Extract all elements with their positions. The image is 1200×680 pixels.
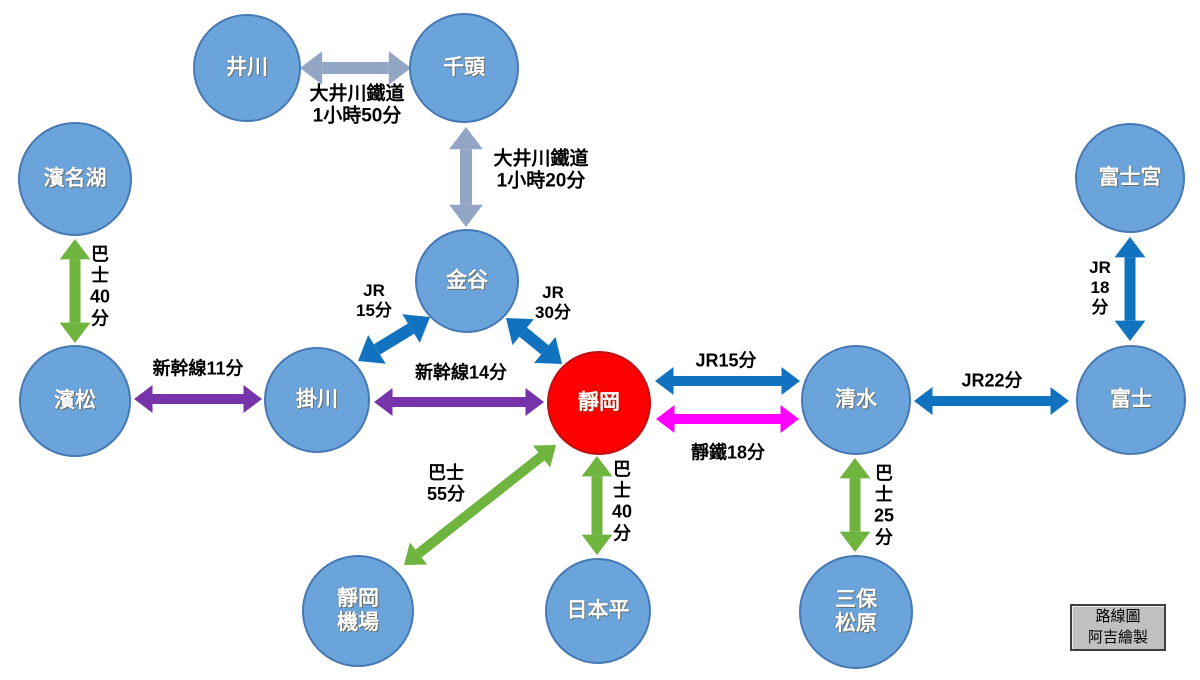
node-label: 掛川 — [296, 388, 338, 412]
node-shizuoka: 靜岡 — [547, 351, 651, 455]
node-hamamatsu: 濱松 — [19, 345, 131, 457]
arrow-shizuoka-nihondaira — [581, 456, 613, 555]
arrow-shimizu-fuji — [914, 387, 1069, 415]
arrow-shizuoka-shimizu-st — [656, 405, 799, 433]
arrow-fuji-fujinomiya — [1114, 237, 1146, 341]
node-nihondaira: 日本平 — [545, 558, 651, 664]
node-label: 富士宮 — [1098, 166, 1162, 190]
legend-box: 路線圖 阿吉繪製 — [1070, 604, 1166, 651]
node-fuji: 富士 — [1076, 345, 1186, 455]
node-label: 清水 — [835, 388, 877, 412]
node-label: 三保 松原 — [835, 588, 877, 635]
node-label: 金谷 — [446, 269, 488, 293]
node-label: 富士 — [1110, 388, 1152, 412]
edge-label-shizuoka-shimizu-jr: JR15分 — [695, 350, 757, 371]
arrow-senzu-kanaya — [449, 127, 483, 227]
node-label: 千頭 — [443, 56, 485, 80]
node-miho: 三保 松原 — [799, 555, 913, 669]
arrow-kanaya-kakegawa — [358, 314, 430, 364]
arrow-hamanako-hamamatsu — [59, 239, 91, 343]
node-kanaya: 金谷 — [415, 229, 519, 333]
edge-label-senzu-kanaya: 大井川鐵道 1小時20分 — [493, 148, 589, 192]
arrow-hamamatsu-kakegawa — [134, 385, 262, 413]
node-kakegawa: 掛川 — [264, 347, 370, 453]
node-ikawa: 井川 — [193, 14, 301, 122]
edge-label-shimizu-miho: 巴 士 25 分 — [873, 463, 895, 548]
node-hamanako: 濱名湖 — [18, 122, 132, 236]
edge-label-kanaya-kakegawa: JR 15分 — [356, 280, 392, 320]
node-fujinomiya: 富士宮 — [1075, 123, 1185, 233]
node-label: 靜岡 — [578, 391, 620, 415]
edge-label-hamamatsu-kakegawa: 新幹線11分 — [152, 358, 244, 379]
node-shimizu: 清水 — [801, 345, 911, 455]
edge-label-kanaya-shizuoka: JR 30分 — [535, 282, 571, 322]
edge-label-hamanako-hamamatsu: 巴 士 40 分 — [89, 244, 111, 329]
node-label: 日本平 — [566, 599, 630, 623]
edge-label-shizuoka-nihondaira: 巴 士 40 分 — [611, 459, 633, 544]
arrow-shimizu-miho — [839, 458, 871, 552]
arrow-kanaya-shizuoka — [506, 318, 562, 364]
edge-label-shizuoka-shimizu-st: 靜鐵18分 — [690, 442, 766, 463]
legend-title: 路線圖 — [1095, 608, 1141, 626]
node-senzu: 千頭 — [409, 13, 519, 123]
edge-label-shizuoka-airport: 巴士 55分 — [426, 462, 466, 504]
edge-label-kakegawa-shizuoka: 新幹線14分 — [414, 362, 508, 383]
node-airport: 靜岡 機場 — [302, 555, 414, 667]
edge-label-fuji-fujinomiya: JR 18 分 — [1089, 257, 1111, 318]
node-label: 濱松 — [54, 389, 96, 413]
legend-author: 阿吉繪製 — [1087, 628, 1148, 646]
arrow-shizuoka-airport — [404, 445, 556, 565]
node-label: 靜岡 機場 — [337, 587, 379, 634]
node-label: 井川 — [226, 56, 268, 80]
arrow-kakegawa-shizuoka — [374, 388, 544, 416]
arrow-shizuoka-shimizu-jr — [655, 367, 800, 395]
edge-label-ikawa-senzu: 大井川鐵道 1小時50分 — [309, 83, 405, 127]
arrow-ikawa-senzu — [300, 51, 411, 85]
node-label: 濱名湖 — [43, 167, 107, 191]
edge-label-shimizu-fuji: JR22分 — [961, 370, 1023, 391]
